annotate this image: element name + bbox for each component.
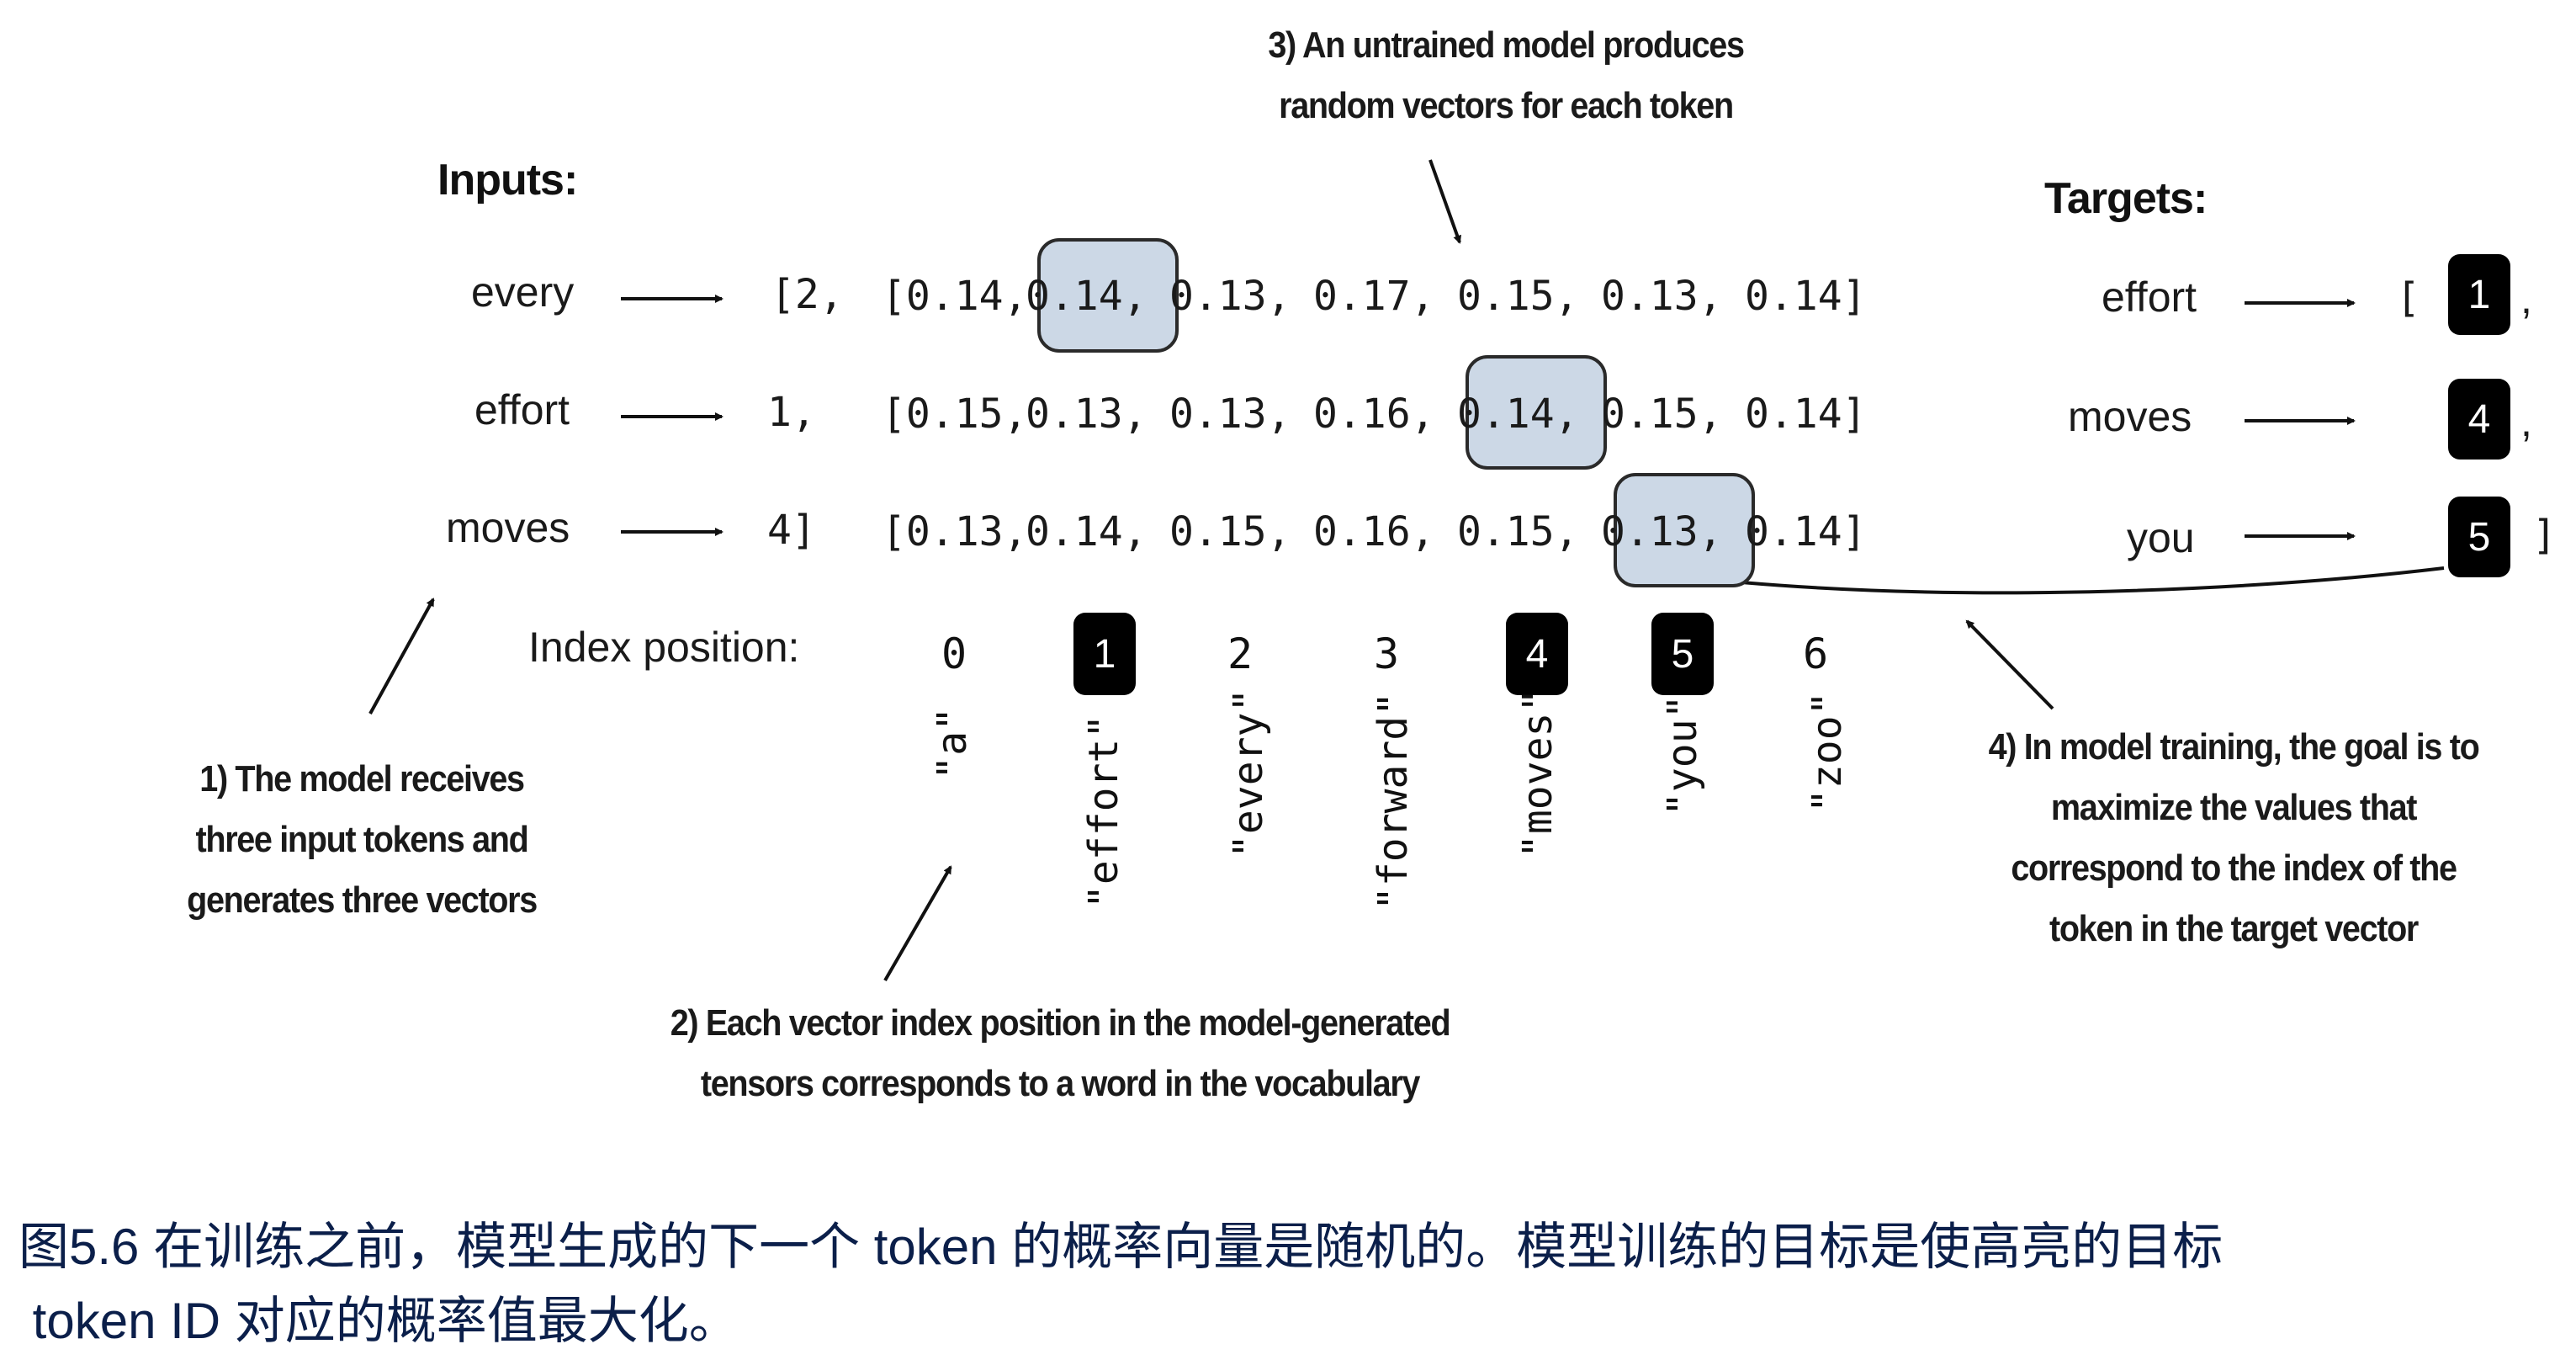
index-number: 3 (1373, 630, 1400, 678)
vocab-word: "effort" (1080, 714, 1127, 909)
note-4-line-4: token in the target vector (2049, 908, 2419, 949)
note-1-line-2: three input tokens and (195, 819, 529, 860)
caption-line-2: token ID 对应的概率值最大化。 (19, 1293, 739, 1349)
vocab-word: "zoo" (1804, 691, 1851, 814)
target-comma: , (2520, 398, 2532, 445)
vector-row-1-value: 0.14, (1026, 273, 1148, 320)
index-number-highlighted: 5 (1651, 613, 1714, 695)
note-1-line-1: 1) The model receives (199, 758, 525, 800)
index-number-highlighted: 1 (1073, 613, 1136, 695)
highlight-row1-index1 (1037, 238, 1179, 353)
target-close-bracket: ] (2532, 512, 2557, 559)
vector-row-2-value: 0.15, (1601, 390, 1723, 438)
note-training-goal: 4) In model training, the goal is to max… (1920, 717, 2548, 959)
input-word-every: every (471, 268, 575, 316)
vector-row-2-value: 0.16, (1313, 390, 1435, 438)
vector-row-3-value: 0.13, (1601, 508, 1723, 555)
arrow-note-4 (1965, 619, 2054, 710)
figure-caption: 图5.6 在训练之前，模型生成的下一个 token 的概率向量是随机的。模型训练… (19, 1210, 2223, 1358)
vector-row-3-value: 0.15, (1169, 508, 1291, 555)
highlight-row3-index5 (1614, 473, 1755, 587)
index-position-label: Index position: (528, 624, 800, 671)
vocab-word: "you" (1659, 694, 1706, 817)
input-id-every: [2, (771, 271, 844, 318)
vector-row-2-value: [0.15, (882, 390, 1028, 438)
index-number: 6 (1802, 630, 1829, 678)
note-2-line-2: tensors corresponds to a word in the voc… (700, 1063, 1421, 1104)
vector-row-1: [0.14, 0.14, 0.13, 0.17, 0.15, 0.13, 0.1… (882, 263, 1889, 330)
target-open-bracket: [ (2396, 274, 2420, 321)
vector-row-3-value: 0.16, (1313, 508, 1435, 555)
target-comma: , (2520, 275, 2532, 322)
index-number: 0 (941, 630, 967, 678)
note-model-receives: 1) The model receives three input tokens… (135, 749, 589, 931)
vector-row-3-value: [0.13, (882, 508, 1028, 555)
note-4-line-1: 4) In model training, the goal is to (1988, 726, 2480, 768)
vector-row-1-value: 0.17, (1313, 273, 1435, 320)
vector-row-1-value: 0.14] (1745, 273, 1867, 320)
arrow-note-1 (368, 598, 435, 715)
target-word-you: you (2127, 514, 2195, 561)
inputs-heading: Inputs: (437, 156, 578, 205)
index-number-highlighted: 4 (1506, 613, 1568, 695)
target-word-moves: moves (2068, 393, 2192, 440)
vector-row-2-value: 0.14] (1745, 390, 1867, 438)
arrow-note-3 (1428, 159, 1462, 244)
vector-row-3-value: 0.14] (1745, 508, 1867, 555)
target-id-box: 5 (2448, 497, 2510, 577)
vector-row-2: [0.15, 0.13, 0.13, 0.16, 0.14, 0.15, 0.1… (882, 380, 1889, 448)
vector-row-2-value: 0.14, (1457, 390, 1579, 438)
note-vector-index-position: 2) Each vector index position in the mod… (575, 993, 1545, 1114)
note-3-line-2: random vectors for each token (1279, 85, 1734, 126)
note-untrained-model: 3) An untrained model produces random ve… (1203, 15, 1809, 136)
input-word-effort: effort (474, 386, 570, 433)
vector-row-3-value: 0.14, (1026, 508, 1148, 555)
input-word-moves: moves (446, 504, 570, 551)
highlight-row2-index4 (1466, 355, 1607, 470)
note-1-line-3: generates three vectors (187, 879, 538, 921)
vector-row-1-value: 0.13, (1169, 273, 1291, 320)
target-word-effort: effort (2102, 274, 2197, 321)
vocab-word: "a" (929, 707, 976, 780)
vocab-word: "forward" (1370, 691, 1417, 911)
note-4-line-3: correspond to the index of the (2011, 847, 2457, 889)
note-3-line-1: 3) An untrained model produces (1268, 24, 1745, 66)
vector-row-1-value: 0.15, (1457, 273, 1579, 320)
vector-row-2-value: 0.13, (1169, 390, 1291, 438)
target-id-box: 1 (2448, 254, 2510, 335)
index-number: 2 (1227, 630, 1254, 678)
note-4-line-2: maximize the values that (2050, 787, 2418, 828)
vector-row-3: [0.13, 0.14, 0.15, 0.16, 0.15, 0.13, 0.1… (882, 498, 1889, 566)
caption-line-1: 图5.6 在训练之前，模型生成的下一个 token 的概率向量是随机的。模型训练… (19, 1219, 2224, 1275)
arrow-note-2 (883, 865, 952, 982)
note-2-line-1: 2) Each vector index position in the mod… (670, 1002, 1451, 1044)
vector-row-1-value: [0.14, (882, 273, 1028, 320)
targets-heading: Targets: (2044, 174, 2208, 223)
input-id-moves: 4] (767, 507, 816, 554)
connector-curve (1741, 566, 2445, 595)
vector-row-2-value: 0.13, (1026, 390, 1148, 438)
input-id-effort: 1, (767, 389, 816, 436)
vector-row-3-value: 0.15, (1457, 508, 1579, 555)
vocab-word: "every" (1225, 688, 1272, 858)
vector-row-1-value: 0.13, (1601, 273, 1723, 320)
vocab-word: "moves" (1514, 688, 1561, 858)
target-id-box: 4 (2448, 379, 2510, 460)
